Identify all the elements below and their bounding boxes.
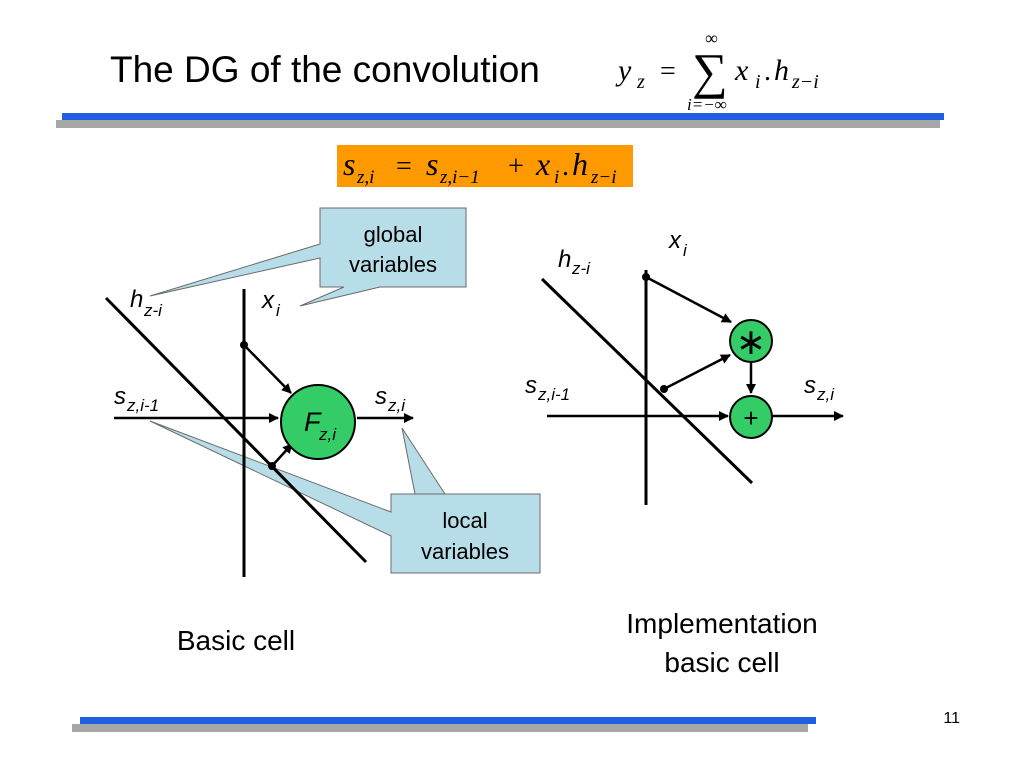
formula-equals: = [660,56,676,87]
top-rule-shadow [56,120,940,128]
rec-x-sub: i [554,167,559,188]
multiply-node [729,319,773,363]
impl-h-sub: z-i [571,259,591,278]
x-tap-dot [240,341,248,349]
basic-s-out-sub: z,i [387,396,406,415]
title-formula: y z = ∞ ∑ i=−∞ x i . h z−i [615,28,819,114]
global-callout-line2: variables [349,252,437,277]
basic-h-label: h [130,286,143,313]
basic-s-in-sub: z,i-1 [126,396,159,415]
basic-s-out-label: s [375,383,387,410]
formula-y-sub: z [636,71,645,93]
h-tap-dot [268,462,276,470]
slide-title: The DG of the convolution [110,49,540,90]
f-node-label: F [304,407,322,437]
impl-h-tap-dot [660,385,668,393]
rec-s-lhs: s [343,146,355,182]
h-input-arrow [271,443,293,467]
basic-x-label: x [261,287,275,314]
formula-sum-upper: ∞ [705,28,718,48]
recurrence-formula: s z,i = s z,i−1 + x i . h z−i [343,146,617,188]
global-variables-callout [149,207,467,307]
rec-s-lhs-sub: z,i [356,167,374,188]
add-symbol: + [743,403,758,433]
formula-sum-lower: i=−∞ [687,95,727,114]
basic-cell: global variables local variables F z,i h… [104,207,541,656]
local-callout-line1: local [442,508,487,533]
formula-h: h [774,54,789,87]
impl-x-to-mult-arrow [645,275,732,324]
rec-x: x [535,146,550,182]
f-node-sub: z,i [318,425,337,444]
add-node [729,395,773,439]
formula-x-sub: i [755,71,761,93]
impl-s-out-label: s [804,372,816,399]
basic-x-sub: i [276,301,281,320]
recurrence-highlight [337,145,633,187]
global-callout-line1: global [364,222,423,247]
impl-s-out-sub: z,i [816,385,835,404]
local-callout-line2: variables [421,539,509,564]
rec-s-prev: s [426,146,438,182]
multiply-symbol: ∗ [736,322,766,363]
impl-x-tap-dot [642,273,650,281]
impl-h-to-mult-arrow [663,353,731,391]
basic-s-in-label: s [114,383,126,410]
x-input-arrow [243,344,292,394]
bottom-rule [80,717,816,724]
rec-h: h [572,146,588,182]
impl-s-in-label: s [525,372,537,399]
impl-caption-line2: basic cell [664,647,779,678]
bottom-rule-shadow [72,724,808,732]
formula-x: x [734,54,749,87]
rec-plus: + [508,151,524,182]
basic-h-sub: z-i [143,301,163,320]
impl-caption-line1: Implementation [626,608,817,639]
page-number: 11 [943,710,960,727]
h-line [104,296,368,564]
f-node [280,384,356,460]
impl-x-label: x [668,227,682,254]
rec-dot: . [562,151,569,182]
formula-dot: . [764,56,771,87]
impl-cell: ∗ + h z-i x i s z,i-1 s z,i Implementati… [525,227,844,678]
basic-cell-caption: Basic cell [177,625,295,656]
impl-h-label: h [558,246,571,273]
formula-y: y [615,54,632,87]
rec-s-prev-sub: z,i−1 [439,167,480,188]
impl-x-sub: i [683,241,688,260]
impl-s-in-sub: z,i-1 [537,385,570,404]
top-rule [62,113,944,120]
formula-sum-symbol: ∑ [692,43,728,99]
rec-h-sub: z−i [590,167,617,188]
formula-h-sub: z−i [791,71,819,93]
rec-equals: = [396,151,412,182]
